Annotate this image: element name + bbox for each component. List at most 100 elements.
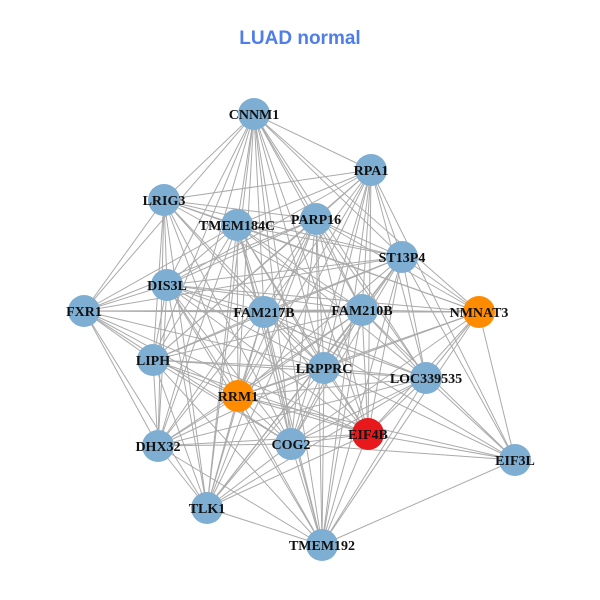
node-dhx32[interactable]: DHX32 (135, 430, 181, 462)
node-lrig3[interactable]: LRIG3 (143, 184, 186, 216)
edge-EIF3L-TMEM192 (321, 459, 516, 546)
node-rrm1[interactable]: RRM1 (218, 380, 258, 412)
edge-RPA1-TMEM192 (321, 169, 372, 546)
node-label: FXR1 (66, 305, 102, 320)
node-fam210b[interactable]: FAM210B (331, 294, 393, 326)
node-label: EIF3L (495, 454, 535, 469)
edge-NMNAT3-TMEM192 (321, 311, 480, 546)
node-tmem192[interactable]: TMEM192 (289, 529, 355, 561)
node-tlk1[interactable]: TLK1 (189, 492, 226, 524)
edge-FAM210B-LIPH (152, 309, 363, 361)
edge-LRIG3-DHX32 (157, 199, 165, 447)
node-circle (137, 344, 169, 376)
node-circle (222, 380, 254, 412)
edge-LIPH-TLK1 (152, 359, 208, 509)
edge-LRPPRC-EIF3L (323, 367, 516, 461)
edge-FXR1-DHX32 (83, 310, 159, 447)
edge-LRIG3-ST13P4 (163, 199, 403, 258)
edge-LOC339535-COG2 (290, 377, 427, 445)
edge-FXR1-EIF4B (83, 310, 369, 435)
edge-TMEM184C-FAM210B (236, 224, 363, 311)
node-eif3l[interactable]: EIF3L (495, 444, 535, 476)
node-cnnm1[interactable]: CNNM1 (229, 98, 280, 130)
edge-NMNAT3-EIF3L (478, 311, 516, 461)
edge-TMEM184C-LOC339535 (236, 224, 427, 379)
edge-FXR1-COG2 (83, 310, 292, 445)
edge-CNNM1-LOC339535 (253, 113, 427, 379)
edge-PARP16-LIPH (152, 218, 317, 361)
figure-title: LUAD normal (239, 28, 361, 49)
edge-CNNM1-NMNAT3 (253, 113, 480, 313)
node-cog2[interactable]: COG2 (272, 428, 311, 460)
node-circle (191, 492, 223, 524)
node-label: NMNAT3 (450, 306, 509, 321)
edge-DIS3L-EIF4B (166, 284, 369, 435)
edge-RPA1-TLK1 (206, 169, 372, 509)
edge-DHX32-COG2 (157, 443, 292, 447)
node-fxr1[interactable]: FXR1 (66, 295, 102, 327)
node-label: TMEM192 (289, 539, 355, 554)
node-dis3l[interactable]: DIS3L (147, 269, 187, 301)
edge-PARP16-DIS3L (166, 218, 317, 286)
edge-DIS3L-NMNAT3 (166, 284, 480, 313)
edge-EIF4B-TMEM192 (321, 433, 369, 546)
edge-RRM1-EIF4B (237, 395, 369, 435)
edge-NMNAT3-COG2 (290, 311, 480, 445)
node-circle (355, 154, 387, 186)
node-st13p4[interactable]: ST13P4 (379, 241, 426, 273)
edge-CNNM1-EIF4B (253, 113, 369, 435)
edge-ST13P4-DIS3L (166, 256, 403, 286)
edge-RPA1-EIF3L (370, 169, 516, 461)
edge-LRIG3-FXR1 (83, 199, 165, 312)
edge-PARP16-COG2 (290, 218, 317, 445)
edge-PARP16-FAM217B (263, 218, 317, 313)
edge-FAM217B-COG2 (263, 311, 292, 445)
edge-EIF4B-DHX32 (157, 433, 369, 447)
node-eif4b[interactable]: EIF4B (348, 418, 388, 450)
node-label: LRIG3 (143, 194, 186, 209)
edge-LIPH-TMEM192 (152, 359, 323, 546)
edge-EIF4B-TLK1 (206, 433, 369, 509)
edge-TMEM184C-TMEM192 (236, 224, 323, 546)
node-nmnat3[interactable]: NMNAT3 (450, 296, 509, 328)
edge-FAM217B-LOC339535 (263, 311, 427, 379)
node-label: TLK1 (189, 502, 226, 517)
edge-LIPH-EIF4B (152, 359, 369, 435)
edge-LIPH-COG2 (152, 359, 292, 445)
edge-TMEM184C-ST13P4 (236, 224, 403, 258)
node-parp16[interactable]: PARP16 (291, 203, 341, 235)
node-circle (463, 296, 495, 328)
node-circle (352, 418, 384, 450)
node-tmem184c[interactable]: TMEM184C (199, 209, 275, 241)
node-label: EIF4B (348, 428, 388, 443)
edge-RPA1-LRPPRC (323, 169, 372, 369)
node-fam217b[interactable]: FAM217B (233, 296, 295, 328)
node-liph[interactable]: LIPH (136, 344, 170, 376)
edge-COG2-TMEM192 (290, 443, 323, 546)
edge-LOC339535-EIF3L (425, 377, 516, 461)
edge-CNNM1-LRIG3 (163, 113, 255, 201)
node-lrpprc[interactable]: LRPPRC (296, 352, 353, 384)
edge-PARP16-FXR1 (83, 218, 317, 312)
node-circle (275, 428, 307, 460)
edge-NMNAT3-RRM1 (237, 311, 480, 397)
node-circle (248, 296, 280, 328)
edge-LRPPRC-TLK1 (206, 367, 325, 509)
edge-RRM1-TMEM192 (237, 395, 323, 546)
node-label: CNNM1 (229, 108, 280, 123)
edge-TMEM184C-FXR1 (83, 224, 238, 312)
edge-ST13P4-LOC339535 (401, 256, 427, 379)
node-circle (148, 184, 180, 216)
edge-LIPH-LOC339535 (152, 359, 427, 379)
edge-ST13P4-EIF3L (401, 256, 516, 461)
edge-LOC339535-RRM1 (237, 377, 427, 397)
node-rpa1[interactable]: RPA1 (354, 154, 389, 186)
edge-CNNM1-ST13P4 (253, 113, 403, 258)
edge-LIPH-LRPPRC (152, 359, 325, 369)
edge-DIS3L-TMEM192 (166, 284, 323, 546)
edge-FAM210B-NMNAT3 (361, 309, 480, 313)
node-label: FAM210B (331, 304, 392, 319)
node-circle (410, 362, 442, 394)
edge-CNNM1-PARP16 (253, 113, 317, 220)
node-loc339535[interactable]: LOC339535 (390, 362, 462, 394)
